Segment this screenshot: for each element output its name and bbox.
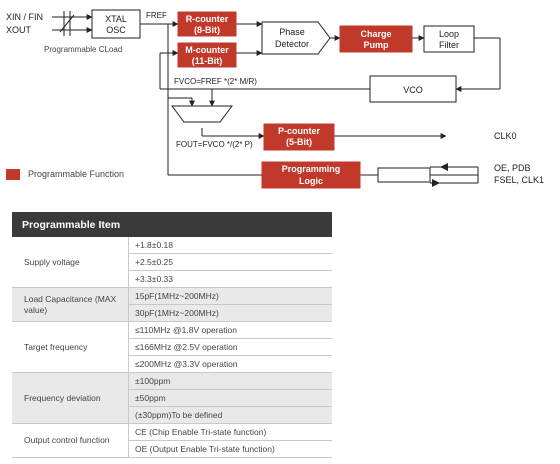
table-row: Frequency deviation±100ppm bbox=[12, 372, 332, 424]
phase-detector-label-1: Phase bbox=[279, 27, 305, 37]
table-value-cell: +3.3±0.33 bbox=[128, 270, 332, 288]
r-counter-label-2: (8-Bit) bbox=[194, 25, 220, 35]
table-value-cell: +1.8±0.18 bbox=[128, 237, 332, 254]
table-value-cell: ±50ppm bbox=[128, 389, 332, 407]
fref-label: FREF bbox=[146, 11, 167, 20]
table-value-cell: ≤166MHz @2.5V operation bbox=[128, 338, 332, 356]
table-row: Target frequency≤110MHz @1.8V operation bbox=[12, 321, 332, 373]
block-diagram: XIN / FIN XOUT XTAL OSC Programmable CLo… bbox=[6, 9, 544, 189]
table-category-cell: Output control function bbox=[12, 423, 129, 458]
legend-swatch bbox=[6, 168, 20, 180]
m-counter-label-1: M-counter bbox=[185, 45, 229, 55]
table-row: Supply voltage+1.8±0.18 bbox=[12, 237, 332, 288]
table-value-cell: OE (Output Enable Tri-state function) bbox=[128, 440, 332, 458]
table-row: Load Capacitance (MAX value)15pF(1MHz~20… bbox=[12, 287, 332, 322]
phase-detector-label-2: Detector bbox=[275, 39, 309, 49]
table-category-cell: Target frequency bbox=[12, 321, 129, 373]
table-row: +2.5±0.25 bbox=[12, 253, 332, 271]
table-row: OE (Output Enable Tri-state function) bbox=[12, 440, 332, 458]
table-row: 30pF(1MHz~200MHz) bbox=[12, 304, 332, 322]
charge-pump-label-2: Pump bbox=[363, 40, 389, 50]
p-counter-label-1: P-counter bbox=[278, 126, 321, 136]
xtal-osc-label-2: OSC bbox=[106, 25, 126, 35]
programmable-item-table: Programmable Item Supply voltage+1.8±0.1… bbox=[12, 212, 332, 458]
programming-logic-label-1: Programming bbox=[282, 164, 341, 174]
m-counter-label-2: (11-Bit) bbox=[192, 56, 223, 66]
fout-equation: FOUT=FVCO */(2* P) bbox=[176, 140, 253, 149]
legend: Programmable Function bbox=[6, 167, 124, 181]
legend-label: Programmable Function bbox=[28, 169, 125, 179]
table-row: ≤200MHz @3.3V operation bbox=[12, 355, 332, 373]
table-value-cell: +2.5±0.25 bbox=[128, 253, 332, 271]
clk0-label: CLK0 bbox=[494, 131, 517, 141]
charge-pump-label-1: Charge bbox=[360, 29, 391, 39]
fsel-clk1-label: FSEL, CLK1 bbox=[494, 175, 544, 185]
table-value-cell: 15pF(1MHz~200MHz) bbox=[128, 287, 332, 305]
xtal-osc-label-1: XTAL bbox=[105, 14, 127, 24]
table-value-cell: CE (Chip Enable Tri-state function) bbox=[128, 423, 332, 441]
table-row: ≤166MHz @2.5V operation bbox=[12, 338, 332, 356]
loop-filter-label-1: Loop bbox=[439, 29, 459, 39]
table-category-cell: Load Capacitance (MAX value) bbox=[12, 287, 129, 322]
table-row: (±30ppm)To be defined bbox=[12, 406, 332, 424]
table-value-cell: ±100ppm bbox=[128, 372, 332, 390]
r-counter-label-1: R-counter bbox=[186, 14, 229, 24]
table-value-cell: 30pF(1MHz~200MHz) bbox=[128, 304, 332, 322]
table-category-cell: Supply voltage bbox=[12, 237, 129, 288]
vco-label: VCO bbox=[403, 85, 423, 95]
table-value-cell: (±30ppm)To be defined bbox=[128, 406, 332, 424]
cload-label: Programmable CLoad bbox=[44, 45, 122, 54]
table-value-cell: ≤200MHz @3.3V operation bbox=[128, 355, 332, 373]
programming-logic-label-2: Logic bbox=[299, 176, 323, 186]
fvco-equation: FVCO=FREF *(2* M/R) bbox=[174, 77, 257, 86]
oe-pdb-label: OE, PDB bbox=[494, 163, 531, 173]
table-header: Programmable Item bbox=[12, 212, 332, 237]
loop-filter-label-2: Filter bbox=[439, 40, 459, 50]
table-row: ±50ppm bbox=[12, 389, 332, 407]
xout-label: XOUT bbox=[6, 25, 32, 35]
xin-fin-label: XIN / FIN bbox=[6, 12, 43, 22]
table-category-cell: Frequency deviation bbox=[12, 372, 129, 424]
table-value-cell: ≤110MHz @1.8V operation bbox=[128, 321, 332, 339]
p-counter-label-2: (5-Bit) bbox=[286, 137, 312, 147]
table-row: +3.3±0.33 bbox=[12, 270, 332, 288]
